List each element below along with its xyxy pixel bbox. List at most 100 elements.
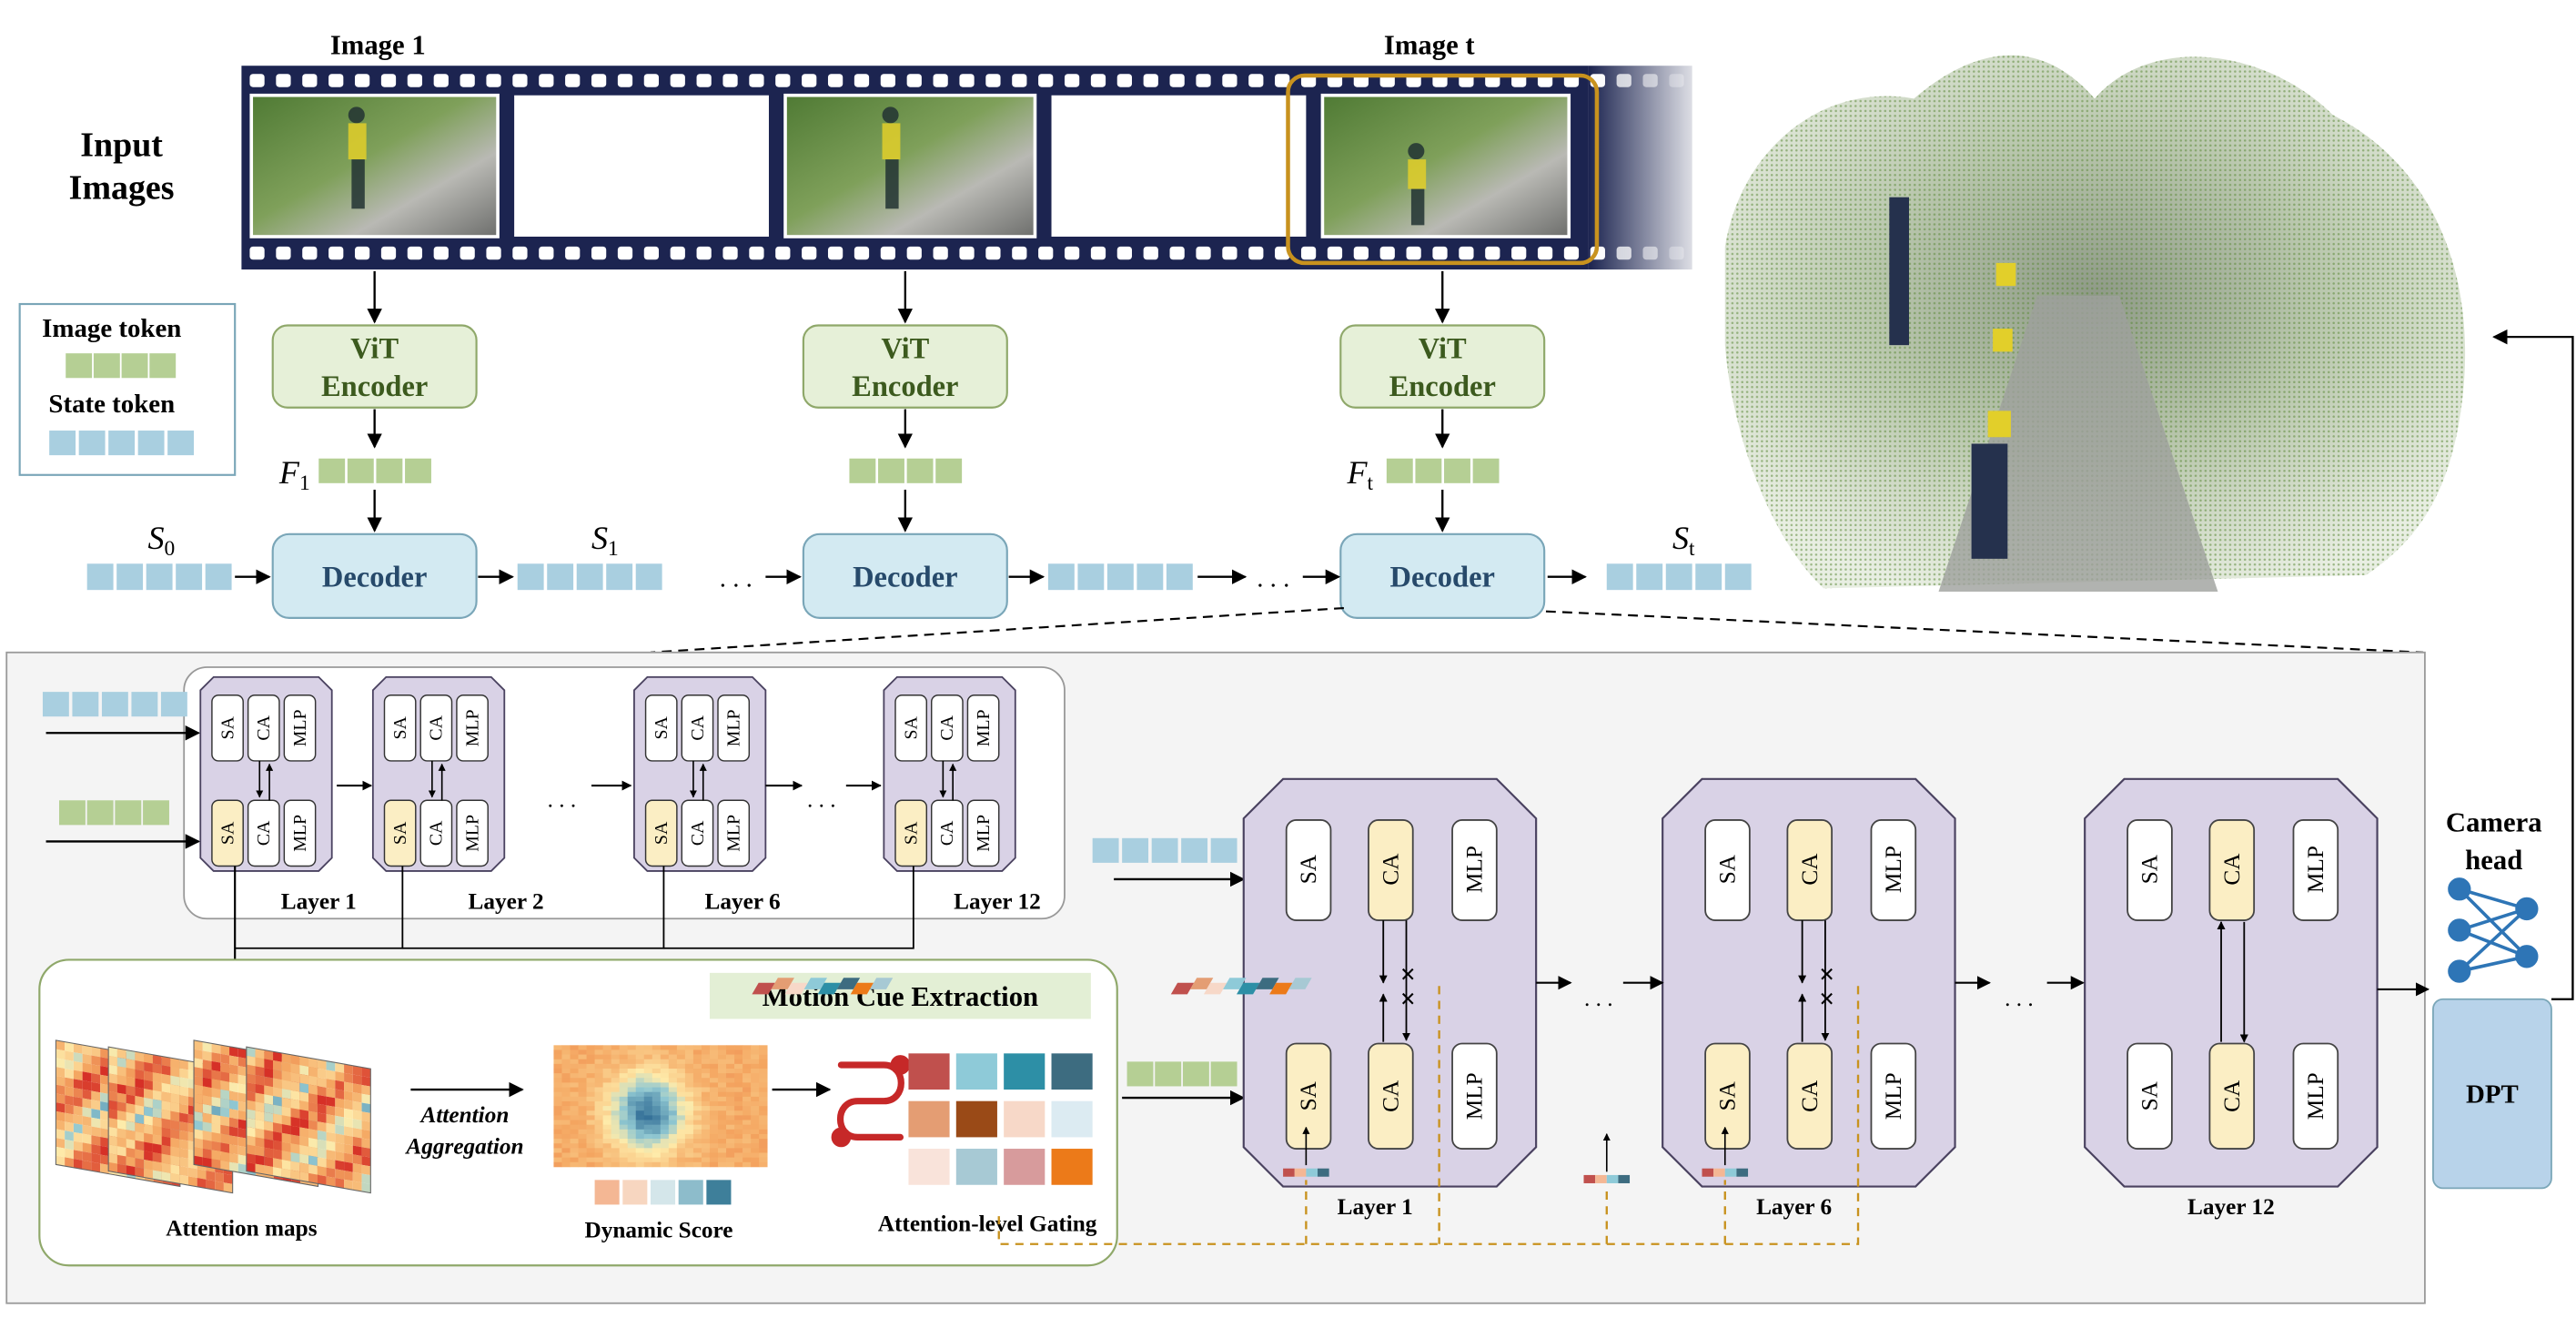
attention-map-cell [91, 1161, 101, 1172]
attention-map-cell [161, 1171, 171, 1182]
attention-map-cell [126, 1059, 136, 1070]
dynamic-score-cell [643, 1091, 653, 1098]
small-layer-label: Layer 12 [954, 888, 1041, 914]
attention-map-cell [229, 1152, 238, 1164]
attention-map-cell [194, 1110, 203, 1122]
dynamic-score-cell [570, 1082, 579, 1088]
dynamic-score-cell [643, 1139, 653, 1144]
attention-map-cell [215, 1181, 224, 1191]
attention-map-cell [100, 1119, 109, 1130]
sprocket-hole [512, 74, 528, 87]
dynamic-score-cell [578, 1133, 587, 1140]
attention-map-cell [220, 1080, 230, 1091]
attention-map-cell [144, 1097, 153, 1109]
dynamic-score-cell [718, 1143, 727, 1149]
attention-map-cell [237, 1048, 247, 1059]
attention-map-cell [317, 1139, 327, 1151]
state-token [1724, 563, 1752, 591]
dynamic-score-cell [578, 1059, 587, 1065]
dynamic-score-cell [709, 1157, 719, 1163]
attention-map-cell [326, 1070, 336, 1080]
dynamic-score-cell [692, 1073, 702, 1079]
dynamic-score-cell [594, 1068, 603, 1074]
dynamic-score-cell [611, 1087, 621, 1093]
module-label: CA [254, 820, 274, 846]
dynamic-score-cell [578, 1152, 587, 1158]
dynamic-score-cell [619, 1087, 629, 1093]
dynamic-score-cell [594, 1133, 603, 1140]
dynamic-score-cell [602, 1115, 612, 1120]
dynamic-score-cell [751, 1157, 760, 1163]
dynamic-score-cell [643, 1106, 653, 1111]
gating-tile-cell [1288, 978, 1312, 989]
attention-map-cell [144, 1141, 153, 1152]
dynamic-score-cell [594, 1054, 603, 1060]
attention-map-cell [264, 1059, 274, 1070]
frame-1 [249, 93, 500, 238]
dynamic-score-cell [561, 1096, 571, 1102]
dynamic-score-cell [627, 1139, 637, 1144]
sprocket-hole [670, 74, 685, 87]
dynamic-score-cell [742, 1143, 752, 1149]
attention-map-cell [299, 1073, 309, 1085]
module-label: CA [1797, 1080, 1823, 1112]
dynamic-score-cell [726, 1091, 735, 1098]
attention-map-cell [273, 1078, 282, 1089]
dynamic-score-cell [627, 1110, 637, 1116]
dynamic-score-cell [709, 1115, 719, 1120]
dynamic-score-cell [602, 1152, 612, 1158]
dynamic-score-cell [668, 1157, 678, 1163]
dynamic-score-cell [627, 1152, 637, 1158]
dynamic-score-cell [676, 1106, 686, 1111]
dynamic-score-cell [701, 1143, 711, 1149]
dynamic-score-cell [578, 1100, 587, 1107]
attention-map-cell [246, 1144, 256, 1155]
attention-map-cell [229, 1109, 238, 1120]
dynamic-score-cell [553, 1120, 562, 1126]
attention-map-cell [73, 1043, 83, 1054]
attention-map-cell [100, 1145, 109, 1157]
state-token [86, 563, 114, 591]
dynamic-score-cell [553, 1139, 562, 1144]
attention-map-cell [273, 1113, 282, 1124]
dynamic-score-cell [578, 1073, 587, 1079]
attention-map-cell [144, 1159, 153, 1171]
dynamic-score-cell [751, 1120, 760, 1126]
state-token [116, 563, 144, 591]
dynamic-score-cell [611, 1059, 621, 1065]
dynamic-score-cell [684, 1120, 694, 1126]
dynamic-score-cell [718, 1054, 727, 1060]
dynamic-score-cell [561, 1045, 571, 1050]
attention-map-cell [179, 1130, 188, 1141]
dynamic-score-cell [751, 1143, 760, 1149]
attention-map-cell [56, 1102, 66, 1113]
dynamic-score-cell [570, 1073, 579, 1079]
attention-map-cell [273, 1060, 282, 1071]
skater-figure [348, 106, 1427, 226]
decoder-block [271, 532, 478, 619]
attention-map-cell [344, 1171, 353, 1181]
dynamic-score-cell [586, 1054, 595, 1060]
state-token [576, 563, 603, 591]
attention-map-cell [220, 1124, 230, 1136]
dynamic-score-cell [586, 1152, 595, 1158]
dynamic-score-cell [660, 1096, 670, 1102]
dynamic-score-cell [643, 1082, 653, 1088]
module-ca [1368, 819, 1414, 921]
dynamic-score-cell [751, 1110, 760, 1116]
dynamic-score-cell [611, 1133, 621, 1140]
dynamic-score-cell [660, 1054, 670, 1060]
dynamic-score-cell [668, 1129, 678, 1135]
module-sa [2126, 819, 2173, 921]
state-token [1665, 563, 1692, 591]
attention-map-cell [73, 1105, 83, 1117]
attention-map-cell [326, 1114, 336, 1125]
gating-tile-cell [1203, 982, 1227, 995]
attention-map-cell [211, 1096, 221, 1108]
attention-map-cell [237, 1154, 247, 1165]
dynamic-score-cell [594, 1157, 603, 1163]
attention-map-cell [202, 1103, 212, 1115]
module-label: MLP [290, 709, 310, 746]
dynamic-score-cell [742, 1124, 752, 1130]
dynamic-score-cell [660, 1100, 670, 1107]
